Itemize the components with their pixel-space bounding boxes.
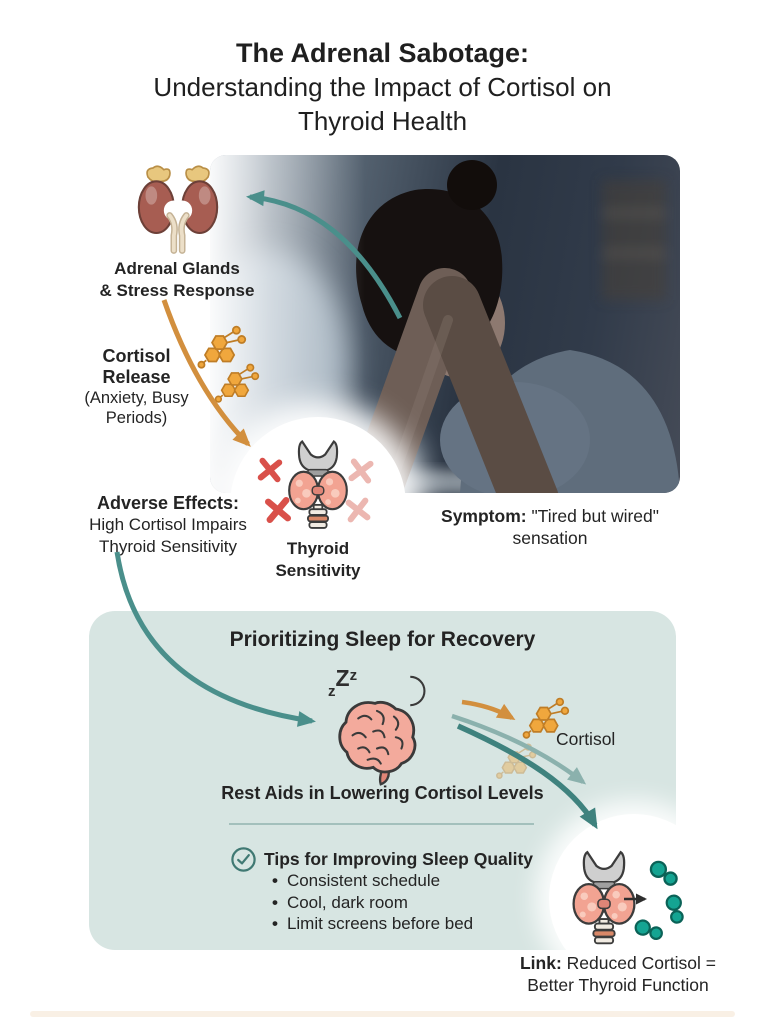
page-title: The Adrenal Sabotage: Understanding the … (0, 36, 765, 138)
adverse-effects-line-3: Thyroid Sensitivity (99, 537, 237, 556)
tip-item: • Cool, dark room (272, 892, 552, 914)
cortisol-release-line-3: (Anxiety, Busy (84, 389, 189, 407)
tip-text: Limit screens before bed (286, 914, 474, 933)
cortisol-molecule-faded-icon (494, 742, 542, 780)
cortisol-release-line-1: Cortisol (102, 346, 171, 366)
tips-heading: Tips for Improving Sleep Quality (264, 849, 534, 869)
tip-text: Cool, dark room (286, 892, 408, 912)
cortisol-molecule-icon (214, 362, 264, 404)
zzz-big-z: Z (335, 665, 350, 691)
panel-divider (229, 823, 534, 825)
title-line-2: Understanding the Impact of Cortisol on (153, 72, 612, 102)
cortisol-label: Cortisol (556, 729, 616, 749)
adrenal-glands-icon (128, 163, 228, 258)
tip-item: • Consistent schedule (272, 870, 552, 892)
x-icon (255, 455, 286, 486)
check-icon (230, 846, 257, 873)
link-line-1: Link: Reduced Cortisol = (488, 952, 748, 974)
thyroid-icon (566, 848, 642, 946)
cortisol-release-line-4: Periods) (105, 409, 168, 427)
tip-text: Consistent schedule (286, 871, 441, 890)
x-faded-icon (342, 494, 373, 525)
zzz-sleep-text: zZz (328, 665, 398, 700)
hormone-icon (648, 860, 680, 888)
thyroid-sensitivity-line-2: Sensitivity (275, 561, 361, 580)
zzz-small-z: z (328, 683, 336, 700)
adrenal-label-line-2: & Stress Response (99, 281, 255, 300)
symptom-label: Symptom: "Tired but wired" sensation (415, 505, 685, 549)
bottom-accent-strip (30, 1011, 735, 1017)
link-line-2: Better Thyroid Function (527, 975, 709, 995)
title-line-3: Thyroid Health (297, 106, 468, 136)
bullet-glyph: • (272, 892, 278, 912)
tip-item: • Limit screens before bed (272, 913, 552, 935)
adrenal-glands-label: Adrenal Glands & Stress Response (72, 258, 282, 302)
bullet-glyph: • (272, 914, 278, 933)
title-line-1: The Adrenal Sabotage: (235, 38, 530, 68)
bullet-glyph: • (272, 871, 278, 890)
x-faded-icon (345, 455, 377, 487)
rest-aids-text: Rest Aids in Lowering Cortisol Levels (221, 783, 544, 803)
adverse-effects-line-2: High Cortisol Impairs (89, 515, 247, 534)
adverse-effects-label: Adverse Effects: High Cortisol Impairs T… (48, 492, 288, 558)
link-text: Reduced Cortisol = (566, 953, 716, 973)
symptom-text: "Tired but wired" (531, 506, 659, 526)
cortisol-release-line-2: Release (102, 367, 171, 387)
zzz-mid-z: z (349, 667, 358, 684)
brain-icon (330, 694, 424, 788)
symptom-line-2: sensation (512, 528, 588, 548)
symptom-line-1: Symptom: "Tired but wired" (415, 505, 685, 527)
adrenal-label-line-1: Adrenal Glands (114, 259, 240, 278)
link-note: Link: Reduced Cortisol = Better Thyroid … (488, 952, 748, 996)
sleep-panel-heading: Prioritizing Sleep for Recovery (229, 628, 536, 651)
tips-list: • Consistent schedule • Cool, dark room • L… (272, 870, 552, 935)
symptom-bold: Symptom: (441, 506, 527, 526)
adverse-effects-heading: Adverse Effects: (96, 493, 240, 513)
link-bold: Link: (519, 953, 562, 973)
